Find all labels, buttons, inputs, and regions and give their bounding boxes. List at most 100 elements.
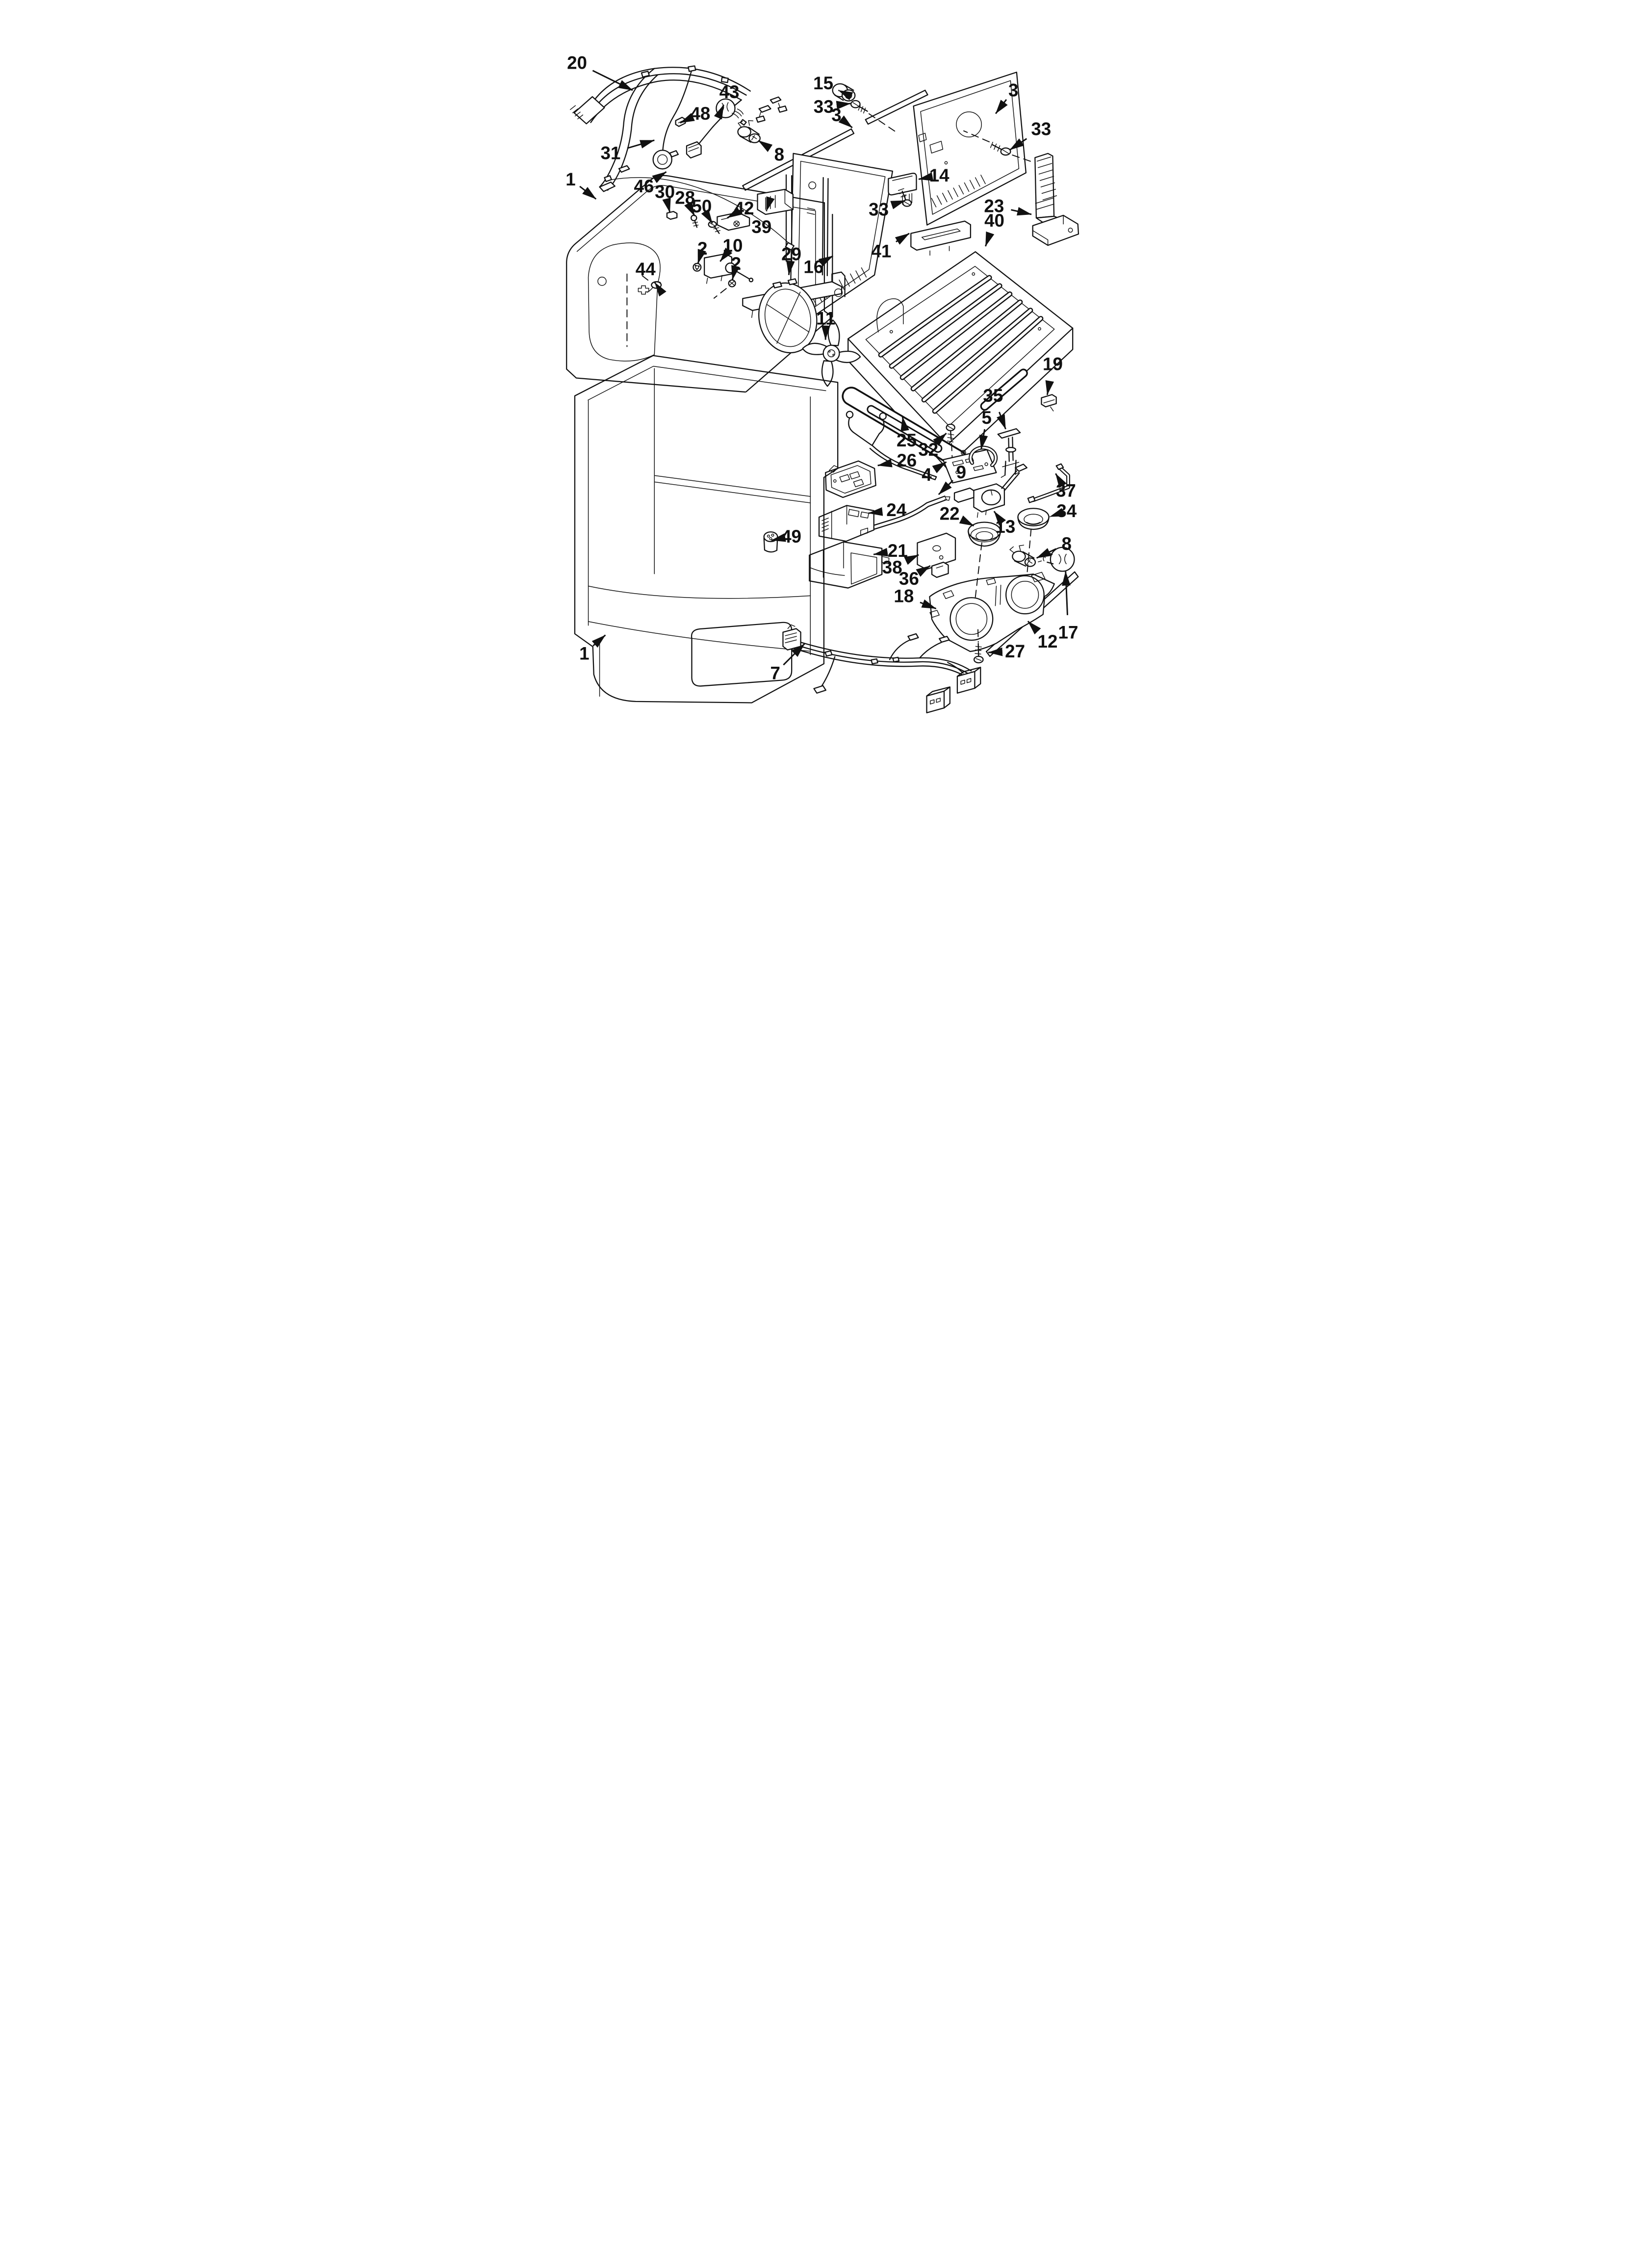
- callout-arrow-26-34: [877, 459, 893, 468]
- callout-number-29-26: 29: [781, 244, 801, 264]
- callout-number-3-8: 3: [1008, 80, 1018, 100]
- callout-number-22-40: 22: [940, 503, 960, 523]
- callout-26-34: 26: [877, 450, 917, 470]
- callout-number-3-7: 3: [831, 105, 841, 125]
- callout-number-50-20: 50: [692, 196, 712, 216]
- callout-17-48: 17: [1058, 571, 1078, 643]
- hex-screw-console: [973, 629, 984, 664]
- callout-number-33-6: 33: [814, 97, 834, 117]
- callout-33-11: 33: [869, 200, 906, 220]
- callout-arrow-33-9: [1009, 138, 1027, 151]
- callout-8-41: 8: [1036, 534, 1072, 559]
- callout-35-30: 35: [983, 386, 1006, 430]
- callout-2-25: 2: [731, 254, 741, 281]
- callout-33-9: 33: [1009, 119, 1051, 151]
- callout-arrow-30-18: [662, 197, 671, 213]
- fan-motor: [703, 253, 754, 284]
- callout-number-35-30: 35: [983, 386, 1003, 406]
- callout-number-32-33: 32: [918, 440, 938, 460]
- callout-22-40: 22: [940, 503, 975, 527]
- callout-20-0: 20: [567, 53, 633, 91]
- bulb-socket-console: [1009, 545, 1036, 567]
- callout-arrow-24-42: [868, 507, 883, 516]
- callout-40-13: 40: [984, 210, 1004, 247]
- control-console: [929, 528, 1079, 657]
- callout-arrow-8-4: [758, 140, 773, 152]
- callout-number-2-23: 2: [697, 238, 707, 259]
- callout-arrow-42-21: [727, 207, 742, 219]
- callout-number-39-22: 39: [751, 217, 771, 237]
- callout-number-13-39: 13: [995, 517, 1015, 537]
- callout-23-12: 23: [984, 196, 1032, 216]
- callout-arrow-1-51: [591, 634, 606, 648]
- air-duct-upper: [818, 505, 874, 542]
- callout-number-38-44: 38: [882, 557, 902, 577]
- callout-arrow-13-39: [993, 511, 1006, 525]
- callout-number-31-3: 31: [600, 143, 620, 163]
- callout-arrow-41-14: [895, 233, 910, 245]
- callout-arrow-43-1: [714, 104, 724, 120]
- callout-arrow-32-33: [933, 433, 947, 446]
- fan-fastener-b: [713, 279, 736, 299]
- grommet-spacer: [832, 83, 856, 102]
- callout-arrow-35-30: [997, 412, 1006, 430]
- callout-15-5: 15: [813, 73, 853, 101]
- callout-49-47: 49: [771, 526, 801, 547]
- callout-number-19-29: 19: [1043, 354, 1063, 374]
- hex-screw-board: [946, 423, 955, 458]
- wire-harness-upper: [570, 65, 788, 192]
- freezer-tray: [847, 251, 1074, 469]
- callout-number-18-46: 18: [894, 586, 914, 606]
- callout-number-11-28: 11: [816, 309, 835, 329]
- callout-46-17: 46: [634, 171, 667, 196]
- callout-number-16-15: 16: [803, 257, 823, 277]
- callout-number-1-16: 1: [565, 169, 575, 189]
- callout-5-31: 5: [979, 408, 992, 450]
- drain-plug: [763, 531, 778, 553]
- liner-lower: [574, 355, 839, 704]
- callout-4-35: 4: [922, 461, 947, 485]
- parts-artwork: [566, 65, 1079, 714]
- damper-door: [910, 220, 972, 256]
- callout-number-34-38: 34: [1056, 501, 1077, 521]
- callout-28-19: 28: [675, 187, 695, 216]
- callout-number-27-50: 27: [1005, 641, 1025, 661]
- duct-gasket: [931, 561, 949, 578]
- callout-number-37-37: 37: [1056, 481, 1076, 501]
- callout-number-26-34: 26: [897, 450, 917, 470]
- callout-30-18: 30: [655, 182, 675, 213]
- exploded-diagram: 2043483181533333314332340411614630285042…: [565, 53, 1079, 714]
- thermostat-wire: [604, 175, 795, 251]
- callout-11-28: 11: [816, 309, 835, 340]
- fan-fastener-a: [693, 262, 702, 272]
- callout-number-44-27: 44: [636, 259, 656, 279]
- callout-arrow-22-40: [959, 515, 975, 527]
- callout-arrow-18-46: [920, 599, 937, 609]
- lamp-lens: [968, 521, 1001, 547]
- callout-number-41-14: 41: [871, 241, 891, 261]
- callout-31-3: 31: [600, 139, 655, 163]
- control-housing: [825, 460, 876, 498]
- callout-arrow-15-5: [838, 89, 853, 101]
- callout-number-20-0: 20: [567, 53, 587, 73]
- fan-blade: [802, 319, 861, 387]
- callout-2-23: 2: [697, 238, 707, 264]
- callout-number-12-49: 12: [1037, 631, 1057, 652]
- callout-42-21: 42: [727, 198, 754, 219]
- callout-arrow-4-35: [932, 461, 947, 473]
- callout-8-4: 8: [758, 140, 784, 164]
- callout-number-1-51: 1: [579, 643, 589, 663]
- callout-arrow-2-25: [731, 265, 740, 281]
- light-bulb-top: [716, 98, 747, 126]
- callout-arrow-40-13: [985, 231, 995, 247]
- callout-38-44: 38: [882, 554, 919, 577]
- callout-arrow-31-3: [627, 139, 655, 149]
- callout-number-9-36: 9: [956, 462, 966, 482]
- callout-arrow-12-49: [1027, 621, 1041, 635]
- callout-number-28-19: 28: [675, 187, 695, 208]
- callout-16-15: 16: [803, 255, 834, 277]
- thermostat: [953, 464, 1028, 518]
- air-tower: [1032, 153, 1079, 246]
